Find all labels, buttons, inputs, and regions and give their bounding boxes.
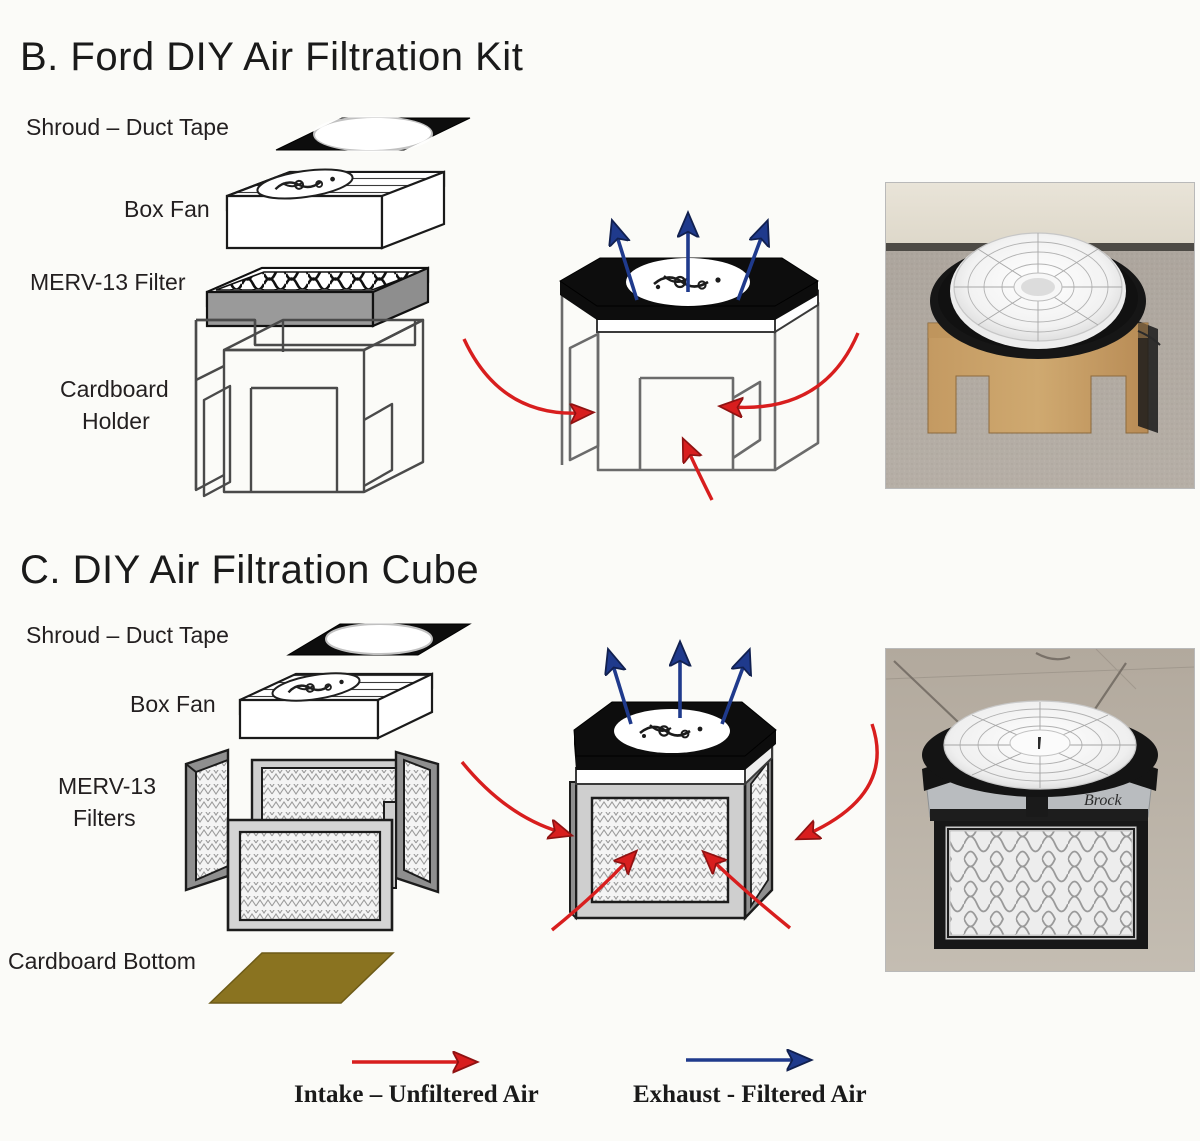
section-b-cardboard-holder-label-1: Cardboard: [60, 376, 169, 402]
section-c-photo: Brock: [885, 648, 1195, 972]
legend-exhaust-label: Exhaust - Filtered Air: [633, 1081, 867, 1108]
section-c-shroud-label: Shroud – Duct Tape: [26, 622, 229, 648]
section-b-shroud-part: [275, 116, 471, 152]
section-b-exhaust-arrows: [616, 226, 763, 301]
section-b-merv-filter-label: MERV-13 Filter: [30, 269, 186, 295]
section-b-title: B. Ford DIY Air Filtration Kit: [20, 35, 524, 79]
section-b-cardboard-holder-part: [194, 318, 425, 498]
section-c-merv-filters-part: [184, 748, 440, 932]
section-c-box-fan-label: Box Fan: [130, 691, 216, 717]
section-c-shroud-part: [286, 623, 472, 656]
section-b-cardboard-holder-label-2: Holder: [82, 408, 150, 434]
photo-c-handwriting: Brock: [1084, 792, 1123, 809]
section-b-box-fan-part: [225, 168, 446, 250]
section-c-title: C. DIY Air Filtration Cube: [20, 548, 480, 592]
section-c-cardboard-bottom-part: [208, 952, 395, 1004]
section-c-exhaust-arrows: [612, 655, 745, 725]
section-b-merv-filter-part: [205, 266, 430, 328]
section-c-assembled-cube: [460, 655, 879, 932]
section-c-photo-content: Brock: [886, 649, 1194, 971]
section-b-photo-content: [886, 183, 1194, 488]
section-c-merv-filters-label-2: Filters: [73, 805, 136, 831]
section-b-photo: [885, 182, 1195, 489]
section-c-intake-arrows: [460, 723, 879, 932]
section-b-box-fan-label: Box Fan: [124, 196, 210, 222]
section-c-merv-filters-label-1: MERV-13: [58, 773, 157, 799]
section-c-cardboard-bottom-label: Cardboard Bottom: [8, 948, 196, 974]
section-b-shroud-label: Shroud – Duct Tape: [26, 114, 229, 140]
legend-intake-label: Intake – Unfiltered Air: [294, 1081, 539, 1108]
section-b-intake-arrows: [462, 332, 860, 501]
section-b-assembled-unit: [462, 226, 860, 501]
section-c-box-fan-part: [238, 672, 434, 740]
